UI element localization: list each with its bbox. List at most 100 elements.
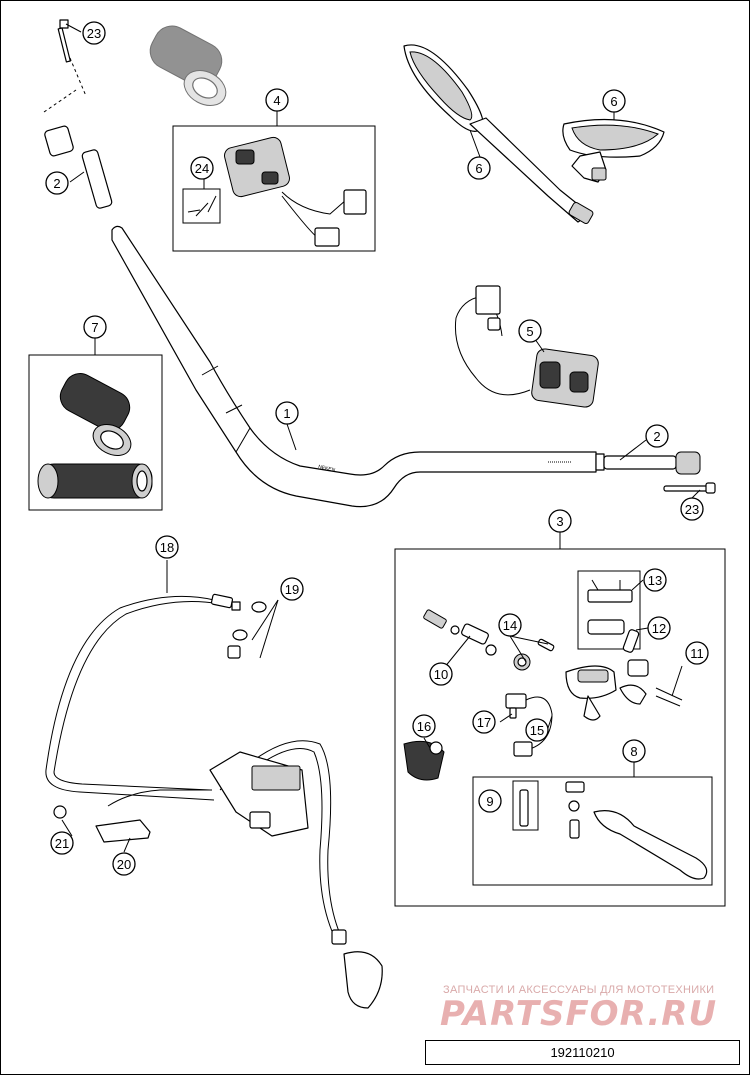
callout-6: 6 (602, 89, 626, 113)
bar-end-right (603, 451, 701, 475)
callout-circle (472, 710, 496, 734)
callout-number: 3 (556, 514, 563, 529)
screw-23-top (57, 19, 71, 63)
callout-3: 3 (548, 509, 572, 533)
callout-number: 15 (530, 723, 544, 738)
bracket-20 (53, 805, 151, 843)
callout-13: 13 (643, 568, 667, 592)
callout-19: 19 (280, 577, 304, 601)
callout-circle (45, 171, 69, 195)
callout-circle (685, 641, 709, 665)
callout-circle (83, 315, 107, 339)
callout-number: 5 (526, 324, 533, 339)
callout-circle (647, 616, 671, 640)
callout-21: 21 (50, 831, 74, 855)
callout-circle (478, 789, 502, 813)
callout-circle (525, 718, 549, 742)
callout-number: 19 (285, 582, 299, 597)
callout-circle (622, 739, 646, 763)
callout-number: 13 (648, 573, 662, 588)
callout-circle (680, 497, 704, 521)
callout-11: 11 (685, 641, 709, 665)
callout-circle (275, 401, 299, 425)
callout-4: 4 (265, 88, 289, 112)
callout-circle (429, 662, 453, 686)
callout-circle (190, 156, 214, 180)
callout-circle (602, 89, 626, 113)
callout-circle (498, 613, 522, 637)
callout-circle (467, 156, 491, 180)
box-switch-assembly-4 (172, 125, 376, 252)
handlebar: NEKEN (111, 225, 605, 508)
callout-number: 24 (195, 161, 209, 176)
callout-number: 4 (273, 93, 280, 108)
callout-18: 18 (155, 535, 179, 559)
callout-number: 7 (91, 320, 98, 335)
hand-lever (512, 780, 708, 880)
callout-circle (265, 88, 289, 112)
callout-number: 8 (630, 744, 637, 759)
callout-number: 16 (417, 719, 431, 734)
watermark-tagline: ЗАПЧАСТИ И АКСЕССУАРЫ ДЛЯ МОТОТЕХНИКИ (443, 984, 715, 996)
drawing-number: 192110210 (425, 1040, 740, 1065)
reservoir-cover (403, 740, 445, 781)
callout-circle (280, 577, 304, 601)
callout-23: 23 (680, 497, 704, 521)
callout-5: 5 (518, 319, 542, 343)
callout-circle (548, 509, 572, 533)
box-hand-lever-8 (472, 776, 713, 886)
callout-circle (82, 21, 106, 45)
bracket-caliper (209, 751, 309, 837)
callout-number: 23 (87, 26, 101, 41)
callout-15: 15 (525, 718, 549, 742)
brake-light-switch (505, 693, 553, 757)
callout-circle (645, 424, 669, 448)
callout-number: 10 (434, 667, 448, 682)
callout-number: 2 (53, 176, 60, 191)
callout-number: 18 (160, 540, 174, 555)
callout-number: 20 (117, 857, 131, 872)
callout-number: 14 (503, 618, 517, 633)
callout-7: 7 (83, 315, 107, 339)
callout-8: 8 (622, 739, 646, 763)
callout-number: 9 (486, 794, 493, 809)
callout-number: 2 (653, 429, 660, 444)
box-cover-13 (577, 570, 641, 650)
callout-number: 17 (477, 715, 491, 730)
callout-number: 23 (685, 502, 699, 517)
grip-top (149, 25, 227, 107)
callout-circle (518, 319, 542, 343)
brake-line (45, 593, 383, 1009)
callout-circle (50, 831, 74, 855)
callout-23: 23 (82, 21, 106, 45)
callout-number: 6 (610, 94, 617, 109)
callout-number: 1 (283, 406, 290, 421)
svg-text:NEKEN: NEKEN (318, 464, 336, 474)
callout-number: 11 (690, 646, 704, 661)
callout-24: 24 (190, 156, 214, 180)
callout-10: 10 (429, 662, 453, 686)
callout-20: 20 (112, 852, 136, 876)
callout-circle (155, 535, 179, 559)
callout-1: 1 (275, 401, 299, 425)
mirror-right (562, 118, 665, 183)
callout-17: 17 (472, 710, 496, 734)
switch-assembly-left (182, 136, 367, 247)
callout-6: 6 (467, 156, 491, 180)
bar-end-left (43, 57, 113, 209)
callout-number: 6 (475, 161, 482, 176)
mirror-left (403, 44, 594, 224)
callout-16: 16 (412, 714, 436, 738)
callout-2: 2 (645, 424, 669, 448)
callout-circle (643, 568, 667, 592)
watermark-logo: PARTSFOR.RU (440, 994, 718, 1034)
callout-circle (412, 714, 436, 738)
callout-number: 21 (55, 836, 69, 851)
brake-cylinder-parts (423, 579, 683, 721)
callout-number: 12 (652, 621, 666, 636)
callout-2: 2 (45, 171, 69, 195)
callout-14: 14 (498, 613, 522, 637)
grip-set (37, 373, 153, 499)
